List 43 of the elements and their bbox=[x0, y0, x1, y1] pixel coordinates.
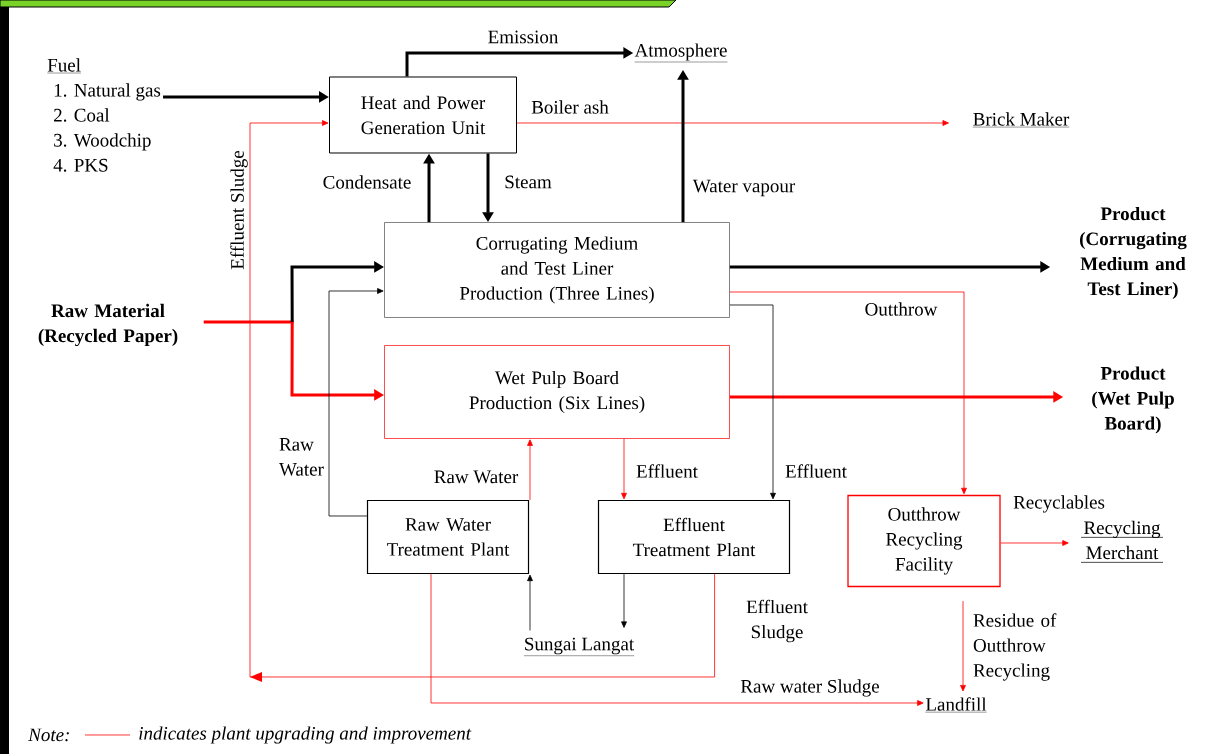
destination-label: Atmosphere bbox=[634, 43, 728, 63]
product-label: Product (Wet Pulp Board) bbox=[1092, 366, 1174, 434]
edge-label: Effluent bbox=[785, 464, 847, 478]
arrow bbox=[960, 600, 966, 692]
legend-text: indicates plant upgrading and improvement bbox=[139, 726, 472, 744]
edge-label: Raw Water bbox=[434, 470, 519, 484]
edge-label: Residue of Outthrow Recycling bbox=[973, 613, 1057, 681]
arrow bbox=[1000, 540, 1069, 546]
product-label: Product (Corrugating Medium and Test Liner) bbox=[1080, 206, 1187, 300]
arrow bbox=[527, 574, 533, 631]
process-box: Effluent Treatment Plant bbox=[597, 499, 791, 575]
process-box: Outthrow Recycling Facility bbox=[847, 494, 1001, 588]
arrow bbox=[729, 304, 776, 500]
edge-label: Condensate bbox=[323, 175, 411, 189]
note-label: Note: bbox=[28, 728, 69, 742]
edge-label: Raw Water bbox=[279, 438, 324, 476]
fuel-list: Fuel 1. Natural gas 2. Coal 3. Woodchip 4. PKS bbox=[47, 58, 161, 172]
arrow bbox=[516, 120, 949, 126]
arrow bbox=[621, 438, 627, 500]
edge-label: Outthrow bbox=[865, 302, 938, 316]
edge-label: Raw water Sludge bbox=[740, 679, 879, 697]
edge-label: Effluent Sludge bbox=[230, 150, 248, 270]
edge-label: Effluent bbox=[636, 464, 698, 478]
flow-label: Effluent Sludge bbox=[746, 599, 808, 643]
edge-label: Boiler ash bbox=[531, 100, 609, 114]
destination-label: Landfill bbox=[925, 697, 987, 713]
arrow bbox=[328, 288, 384, 517]
arrow bbox=[729, 291, 967, 495]
arrow bbox=[430, 573, 924, 706]
arrow bbox=[527, 439, 533, 501]
product-label: Raw Material (Recycled Paper) bbox=[38, 303, 178, 347]
process-box: Raw Water Treatment Plant bbox=[366, 499, 530, 575]
destination-label: Sungai Langat bbox=[523, 637, 635, 656]
arrow bbox=[621, 573, 627, 628]
process-box: Corrugating Medium and Test Liner Production (Three Lines) bbox=[384, 222, 730, 318]
process-box: Heat and Power Generation Unit bbox=[329, 76, 517, 154]
process-box: Wet Pulp Board Production (Six Lines) bbox=[384, 345, 730, 439]
edge-label: Recyclables bbox=[1013, 495, 1105, 513]
edge-label: Water vapour bbox=[692, 179, 796, 197]
destination-label: Recycling Merchant bbox=[1080, 520, 1164, 563]
destination-label: Brick Maker bbox=[972, 112, 1070, 128]
edge-label: Steam bbox=[505, 175, 552, 189]
edge-label: Emission bbox=[488, 30, 559, 44]
